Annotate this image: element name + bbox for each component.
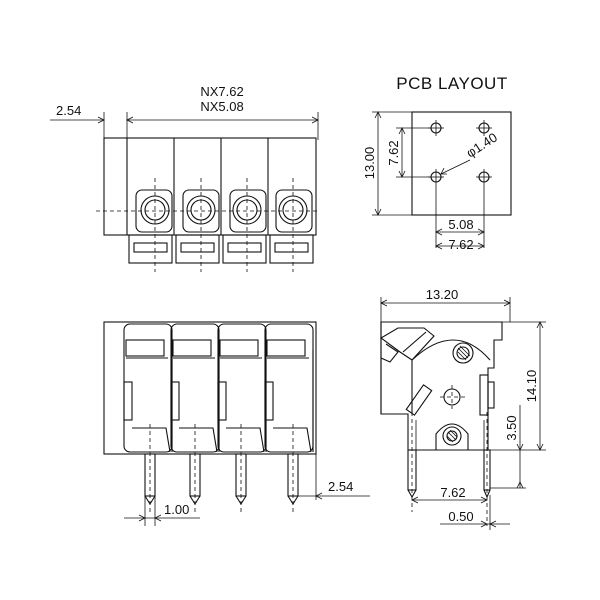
pin-2 bbox=[189, 424, 201, 514]
dim-side-762: 7.62 bbox=[440, 485, 465, 500]
dim-pcb-hole: φ1.40 bbox=[463, 130, 499, 161]
dim-pcb-762-v: 7.62 bbox=[386, 140, 401, 165]
dim-pitch-254-top: 2.54 bbox=[56, 103, 81, 118]
front-view: 2.54 1.00 bbox=[103, 321, 370, 526]
front-module-4 bbox=[264, 323, 314, 453]
pcb-hole-2 bbox=[476, 120, 492, 136]
side-hole bbox=[440, 385, 466, 409]
side-screw bbox=[452, 342, 474, 364]
dim-side-1410: 14.10 bbox=[524, 370, 539, 403]
top-view: NX7.62 NX5.08 2.54 bbox=[50, 84, 320, 272]
side-mount bbox=[435, 423, 469, 450]
pin-4 bbox=[287, 424, 299, 514]
dim-side-050: 0.50 bbox=[448, 509, 473, 524]
dim-side-350: 3.50 bbox=[504, 415, 519, 440]
dim-pcb-1300: 13.00 bbox=[362, 147, 377, 180]
dim-front-254: 2.54 bbox=[328, 479, 353, 494]
dim-pcb-762-h: 7.62 bbox=[448, 237, 473, 252]
dim-pcb-508: 5.08 bbox=[448, 217, 473, 232]
pcb-layout-title: PCB LAYOUT bbox=[396, 74, 507, 93]
pcb-layout: PCB LAYOUT 13.00 7.62 bbox=[362, 74, 512, 252]
pin-1 bbox=[144, 424, 156, 514]
front-module-3 bbox=[217, 323, 267, 453]
dim-front-100: 1.00 bbox=[164, 502, 189, 517]
pcb-hole-4 bbox=[476, 169, 492, 185]
pcb-hole-1 bbox=[428, 120, 444, 136]
dim-side-1320: 13.20 bbox=[426, 287, 459, 302]
dim-nx508: NX5.08 bbox=[200, 99, 243, 114]
front-module-1 bbox=[123, 323, 173, 453]
pin-3 bbox=[235, 424, 247, 514]
dim-nx762: NX7.62 bbox=[200, 84, 243, 99]
side-view: 13.20 bbox=[380, 287, 546, 530]
pcb-hole-3 bbox=[428, 169, 444, 185]
